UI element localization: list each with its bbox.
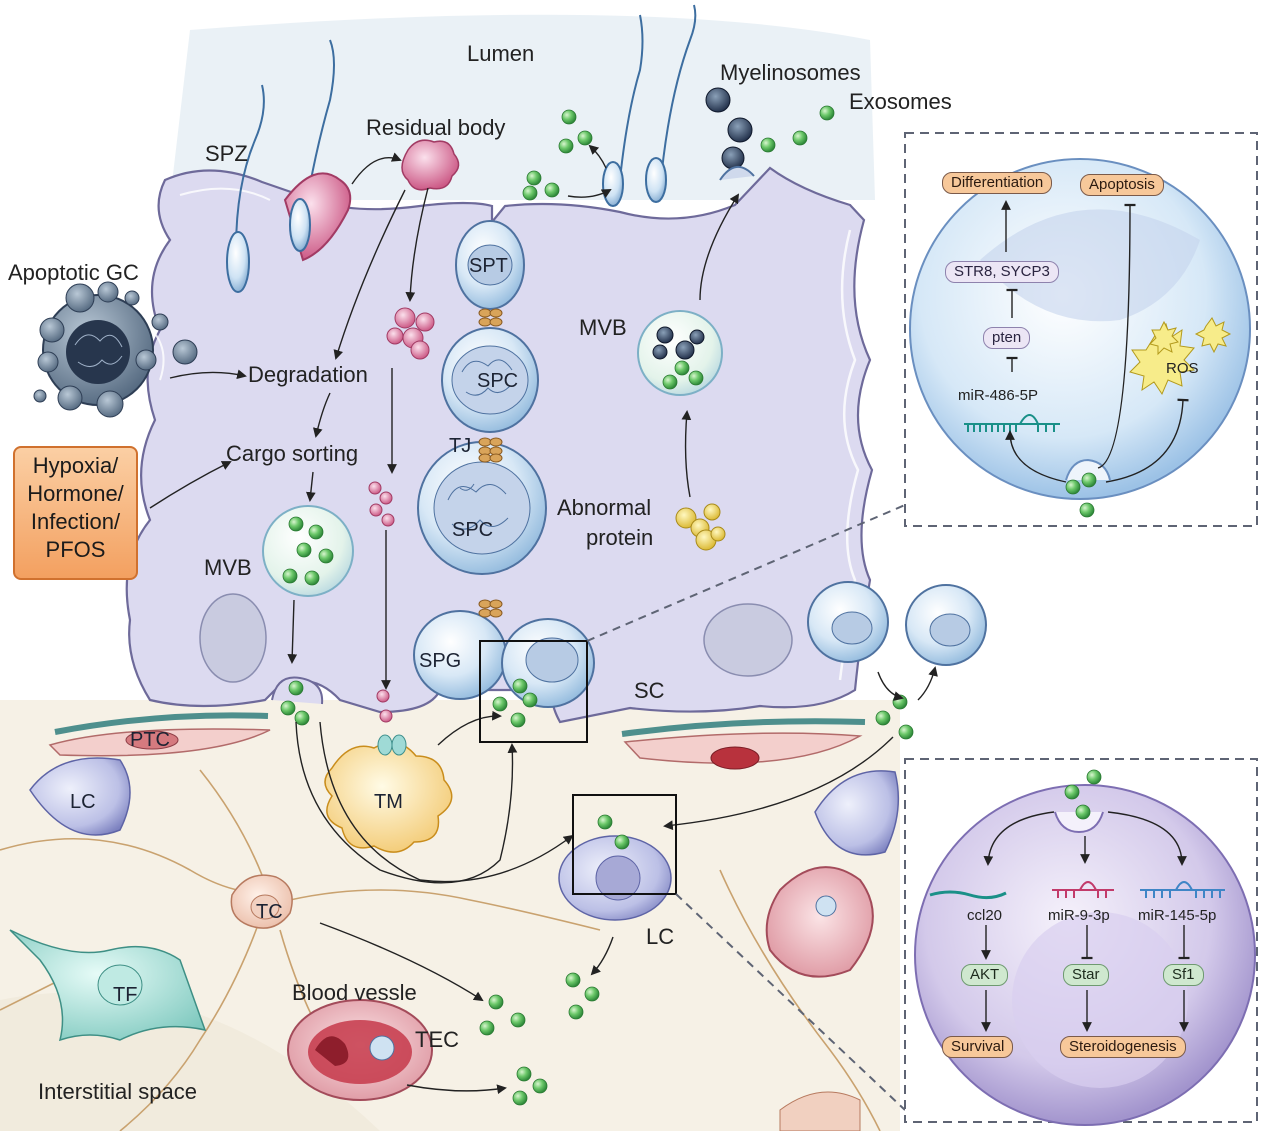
degradation-label: Degradation bbox=[248, 362, 368, 387]
apoptosis-pill: Apoptosis bbox=[1080, 174, 1164, 196]
apoptotic-germ-cell bbox=[33, 281, 198, 418]
star-pill: Star bbox=[1063, 964, 1109, 986]
abnormal-label-line2: protein bbox=[586, 525, 654, 550]
ptc-label: PTC bbox=[130, 729, 170, 751]
tf-label: TF bbox=[113, 984, 138, 1006]
tj-label: TJ bbox=[449, 435, 472, 457]
spg-label: SPG bbox=[419, 650, 462, 672]
blood-vessle-label: Blood vessle bbox=[292, 980, 417, 1005]
spc-lower-label: SPC bbox=[452, 519, 494, 541]
abnormal-protein bbox=[675, 503, 726, 551]
stress-line: Hormone/ bbox=[27, 481, 124, 506]
lc-center-label: LC bbox=[646, 924, 675, 949]
mvb-right-label: MVB bbox=[579, 315, 627, 340]
spc-upper-label: SPC bbox=[477, 370, 519, 392]
testicular-macrophage bbox=[324, 734, 453, 853]
telocyte-tc bbox=[230, 874, 293, 929]
stress-line: Hypoxia/ bbox=[32, 453, 119, 478]
differentiation-pill: Differentiation bbox=[942, 172, 1053, 194]
spz-label: SPZ bbox=[205, 141, 248, 166]
blue-vesicles bbox=[807, 581, 987, 666]
ccl20-label: ccl20 bbox=[967, 907, 1003, 924]
interstitial-space-label: Interstitial space bbox=[38, 1079, 197, 1104]
mitochondria bbox=[199, 593, 793, 683]
tec-label: TEC bbox=[415, 1027, 459, 1052]
fibroblast-tf bbox=[9, 929, 207, 1042]
sf1-pill: Sf1 bbox=[1163, 964, 1204, 986]
stress-factors-box: Hypoxia/ Hormone/ Infection/ PFOS bbox=[13, 446, 138, 580]
pten-pill: pten bbox=[983, 327, 1031, 349]
cargo-sorting-label: Cargo sorting bbox=[226, 441, 359, 466]
stress-line: PFOS bbox=[45, 537, 106, 562]
leydig-cells bbox=[29, 757, 900, 921]
myelinosomes bbox=[705, 87, 753, 170]
telocyte-network bbox=[0, 769, 881, 1131]
exosomes-label: Exosomes bbox=[849, 89, 952, 114]
akt-pill: AKT bbox=[961, 964, 1009, 986]
mir-145-5p-label: miR-145-5p bbox=[1138, 907, 1217, 924]
str8-sycp3-pill: STR8, SYCP3 bbox=[945, 261, 1059, 283]
mvb-left-label: MVB bbox=[204, 555, 252, 580]
ros-label: ROS bbox=[1166, 360, 1199, 377]
tm-label: TM bbox=[374, 791, 403, 813]
survival-pill: Survival bbox=[942, 1036, 1014, 1058]
abnormal-label-line1: Abnormal bbox=[557, 495, 652, 520]
residual-body-label: Residual body bbox=[366, 115, 506, 140]
flow-arrows bbox=[149, 144, 938, 1095]
lumen-label: Lumen bbox=[467, 41, 535, 66]
sc-label: SC bbox=[634, 678, 665, 703]
mir-9-3p-label: miR-9-3p bbox=[1048, 907, 1110, 924]
blood-vessel bbox=[287, 866, 874, 1131]
spt-label: SPT bbox=[469, 255, 508, 277]
myelinosomes-label: Myelinosomes bbox=[720, 60, 861, 85]
spermatozoa bbox=[226, 4, 697, 293]
tc-label: TC bbox=[256, 901, 283, 923]
residual-body bbox=[368, 139, 460, 723]
mir-486-label: miR-486-5P bbox=[958, 387, 1039, 404]
lc-left-label: LC bbox=[70, 791, 96, 813]
apoptotic-gc-label: Apoptotic GC bbox=[8, 260, 139, 285]
steroidogenesis-pill: Steroidogenesis bbox=[1060, 1036, 1186, 1058]
stress-line: Infection/ bbox=[30, 509, 121, 534]
